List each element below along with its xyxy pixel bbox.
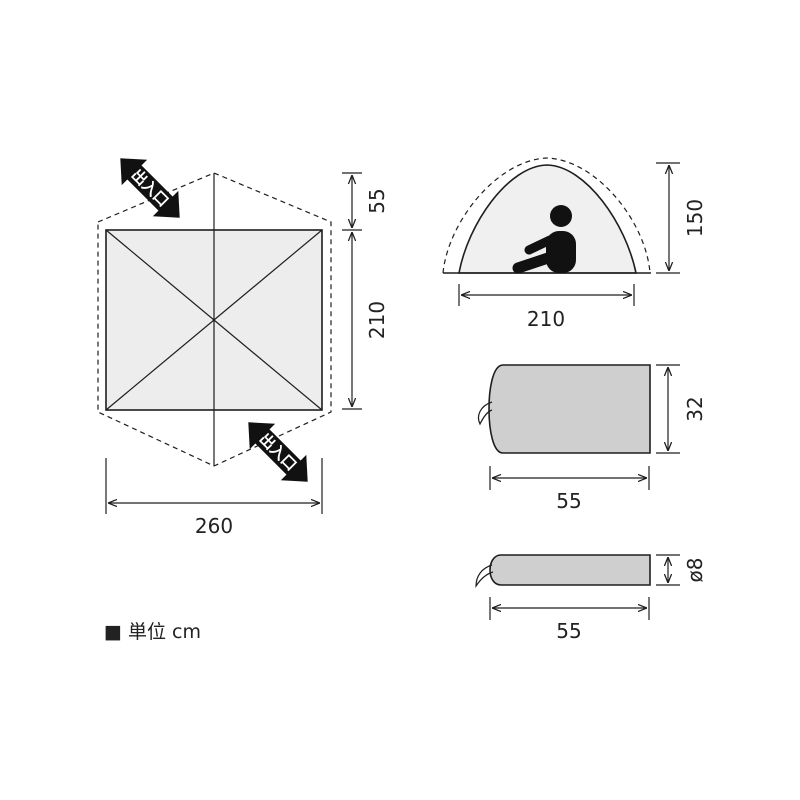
vestibule-outline: [97, 172, 332, 467]
pole-diameter-label: ø8: [683, 558, 707, 583]
pack-length-label: 55: [556, 489, 581, 513]
pole-bag: 55 ø8: [475, 554, 707, 643]
sitting-person-icon: [512, 205, 576, 274]
fly-outline: [442, 157, 651, 274]
floor-depth-label: 210: [365, 301, 389, 339]
entrance-label: 出入口: [128, 166, 173, 211]
side-height-label: 150: [683, 199, 707, 237]
side-view: 210 150: [442, 157, 707, 331]
pole-bag-body: [489, 554, 651, 586]
floor-width-label: 260: [195, 514, 233, 538]
side-width-label: 210: [527, 307, 565, 331]
double-arrow-icon: [120, 158, 180, 218]
entrance-badge-top: 出入口: [120, 158, 180, 218]
vestibule-depth-label: 55: [365, 188, 389, 213]
double-arrow-icon: [248, 422, 308, 482]
packed-bag: 55 32: [477, 364, 707, 513]
inner-tent: [458, 164, 637, 274]
drawcord-icon: [477, 401, 493, 426]
stuff-sack: [488, 364, 651, 454]
entrance-label: 出入口: [256, 430, 301, 475]
floor-plan: 出入口 出入口 260 55 210: [97, 158, 389, 538]
unit-note: ■ 単位 cm: [104, 621, 201, 643]
drawcord-icon: [475, 564, 494, 588]
pole-length-label: 55: [556, 619, 581, 643]
pack-height-label: 32: [683, 396, 707, 421]
